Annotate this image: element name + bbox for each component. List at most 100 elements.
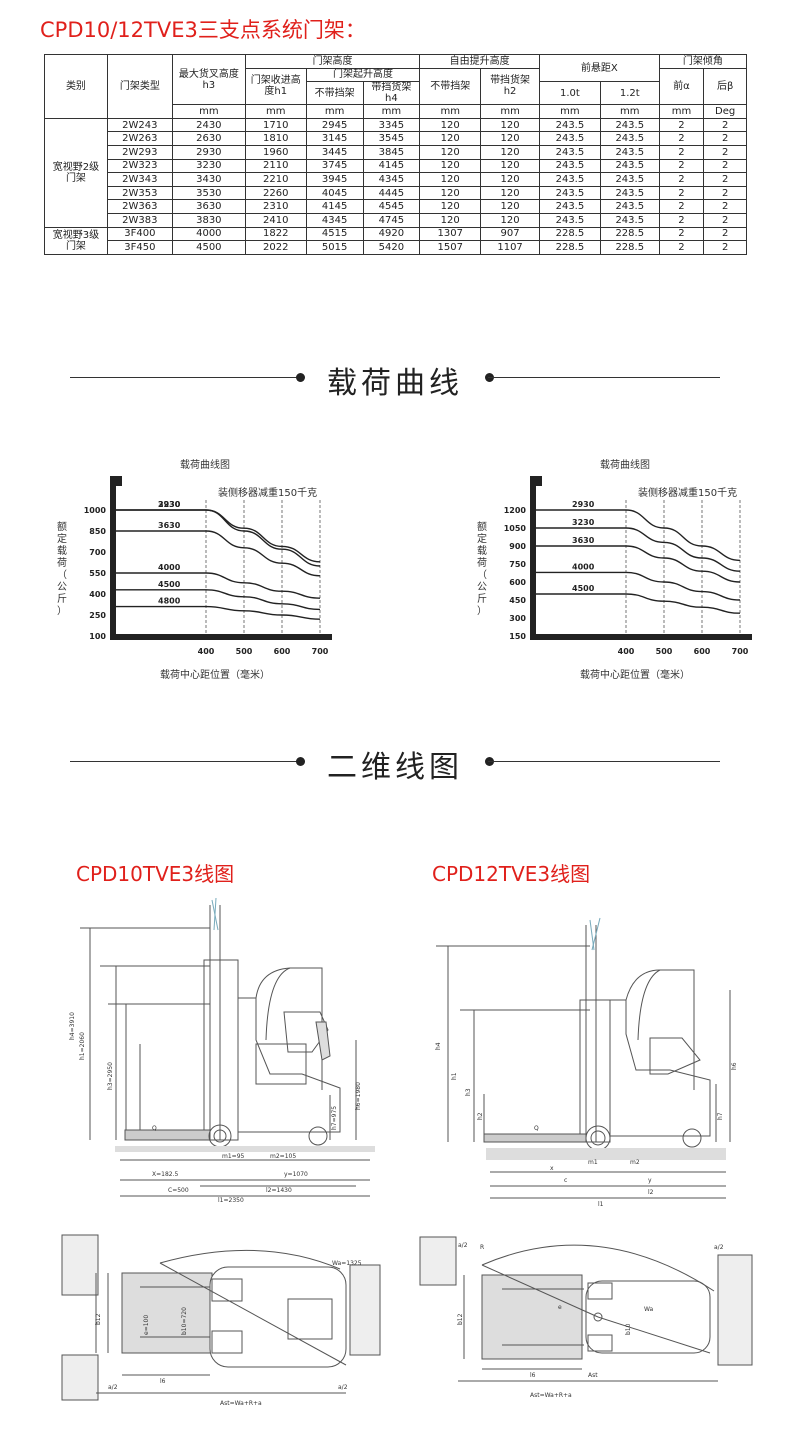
svg-text:Ast=Wa+R+a: Ast=Wa+R+a	[220, 1400, 262, 1407]
y-tick-label: 150	[509, 632, 526, 641]
table-cell: 4745	[362, 212, 421, 228]
y-axis-label-char: ）	[477, 605, 487, 617]
series-line	[536, 571, 741, 601]
table-cell: 2	[703, 144, 747, 160]
header-no-backrest: 不带挡架	[305, 81, 364, 106]
series-line	[116, 530, 321, 577]
table-cell: 2	[658, 199, 705, 214]
unit-cell: mm	[305, 104, 364, 119]
table-cell: 243.5	[599, 131, 660, 146]
svg-text:l1=2350: l1=2350	[218, 1197, 244, 1204]
y-tick-label: 750	[509, 560, 526, 569]
table-cell: 4145	[362, 158, 421, 174]
table-cell: 120	[419, 131, 482, 146]
svg-text:Q: Q	[534, 1125, 539, 1132]
svg-text:h4: h4	[435, 1042, 442, 1050]
top-view-drawing-cpd12: R Wa b12 b10 e l6 a/2 a/2 Ast Ast=Wa+R+a	[419, 1236, 753, 1399]
svg-text:y: y	[648, 1177, 652, 1184]
table-cell: 243.5	[538, 172, 601, 187]
unit-cell: mm	[171, 104, 246, 119]
x-tick-label: 600	[694, 647, 711, 656]
ground-hatch	[115, 1146, 375, 1152]
table-cell: 1507	[419, 240, 482, 255]
header-category: 类别	[44, 54, 108, 119]
table-cell: 4445	[362, 185, 421, 201]
series-label: 3230	[572, 518, 595, 527]
table-cell: 1960	[244, 144, 307, 160]
x-axis-label: 载荷中心距位置（毫米）	[160, 668, 270, 681]
table-cell: 2930	[171, 144, 246, 160]
svg-text:R: R	[480, 1244, 484, 1251]
table-cell: 243.5	[538, 158, 601, 174]
table-cell: 2W363	[106, 199, 173, 214]
unit-cell: mm	[480, 104, 540, 119]
series-label: 4000	[572, 562, 595, 571]
table-cell: 2W343	[106, 172, 173, 187]
table-cell: 3845	[362, 144, 421, 160]
y-axis-label-char: ）	[57, 605, 67, 617]
table-cell: 243.5	[538, 117, 601, 133]
table-cell: 2	[703, 117, 747, 133]
top-view-drawing-cpd10: Wa=1325 b12 e=100 b10=720 l6 a/2 a/2 Ast…	[61, 1234, 381, 1407]
table-cell: 2	[658, 144, 705, 160]
table-cell: 2210	[244, 172, 307, 187]
drawing-title-cpd10: CPD10TVE3线图	[76, 862, 235, 886]
y-tick-label: 250	[89, 611, 106, 620]
table-cell: 2430	[171, 117, 246, 133]
chart-title: 载荷曲线图	[180, 458, 230, 471]
svg-text:h7=975: h7=975	[331, 1106, 338, 1130]
drawing-heading: 二维线图	[0, 742, 790, 785]
table-cell: 228.5	[599, 240, 660, 255]
header-rear-beta: 后β	[703, 67, 747, 106]
x-tick-label: 700	[732, 647, 749, 656]
load-curve-chart-cpd12: 载荷曲线图装侧移器减重150千克额定载荷（公斤）1200105090075060…	[477, 458, 752, 681]
table-cell: 243.5	[599, 117, 660, 133]
table-cell: 1710	[244, 117, 307, 133]
chart-annotation: 装侧移器减重150千克	[638, 486, 737, 499]
svg-text:h3: h3	[465, 1088, 472, 1096]
table-cell: 243.5	[599, 185, 660, 201]
svg-text:h6: h6	[731, 1062, 738, 1070]
y-tick-label: 900	[509, 542, 526, 551]
header-free-no-backrest: 不带挡架	[419, 67, 482, 106]
table-cell: 2	[703, 226, 747, 242]
table-cell: 4345	[362, 172, 421, 187]
svg-text:m1: m1	[588, 1159, 598, 1166]
svg-text:m2: m2	[630, 1159, 640, 1166]
table-cell: 4500	[171, 240, 246, 255]
table-cell: 2W383	[106, 212, 173, 228]
table-cell: 2110	[244, 158, 307, 174]
table-cell: 120	[419, 117, 482, 133]
side-view-drawing-cpd10: h4=3910 h1=2060 h3=2950 h6=1980 h7=975 Q…	[69, 897, 375, 1204]
table-cell: 120	[480, 212, 540, 228]
table-cell: 2	[658, 172, 705, 187]
table-cell: 3230	[171, 158, 246, 174]
table-cell: 3430	[171, 172, 246, 187]
table-cell: 120	[480, 185, 540, 201]
svg-text:h1=2060: h1=2060	[79, 1032, 86, 1060]
table-cell: 3830	[171, 212, 246, 228]
header-mast-height: 门架高度	[244, 54, 421, 69]
table-cell: 3530	[171, 185, 246, 201]
x-tick-label: 500	[236, 647, 253, 656]
divider-line	[488, 761, 720, 762]
table-cell: 2W323	[106, 158, 173, 174]
y-axis-label-char: 载	[57, 545, 67, 557]
x-tick-label: 400	[618, 647, 635, 656]
series-label: 3230	[158, 500, 181, 509]
y-axis-label-char: 公	[57, 582, 67, 593]
series-label: 4500	[158, 580, 181, 589]
svg-text:a/2: a/2	[714, 1244, 724, 1251]
table-cell: 2W243	[106, 117, 173, 133]
category-cell: 宽视野3级门架	[44, 226, 108, 255]
y-tick-label: 400	[89, 590, 106, 599]
unit-cell: mm	[419, 104, 482, 119]
svg-text:Ast=Wa+R+a: Ast=Wa+R+a	[530, 1392, 572, 1399]
svg-text:C=500: C=500	[168, 1187, 189, 1194]
table-cell: 2	[703, 172, 747, 187]
series-line	[116, 572, 321, 599]
